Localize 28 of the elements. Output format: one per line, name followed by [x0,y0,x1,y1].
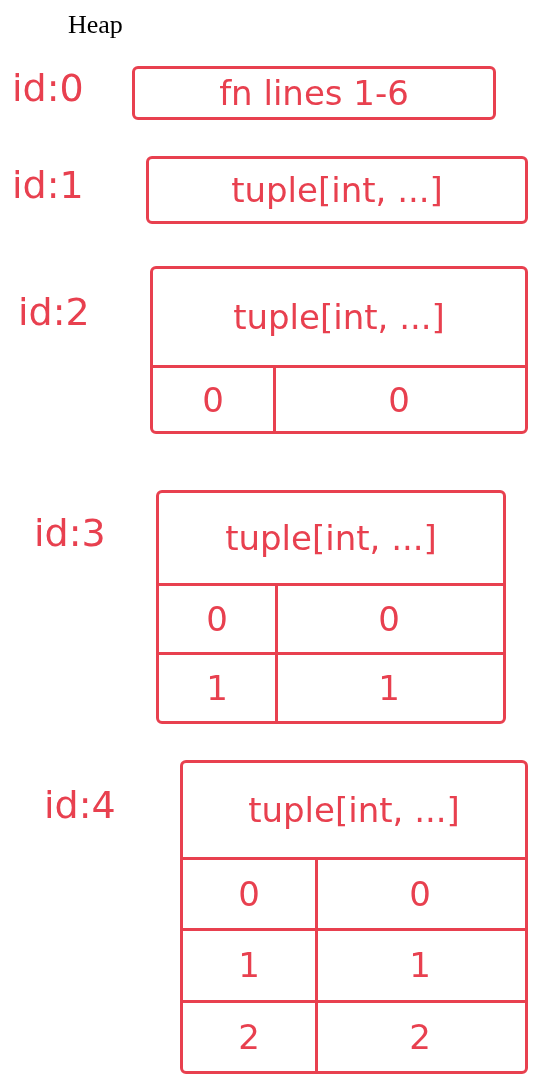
value-cell: 1 [378,668,400,708]
type-label: tuple[int, ...] [233,297,445,337]
value-cell: 0 [378,599,400,639]
value-cell: 2 [409,1016,431,1057]
index-cell: 0 [206,599,228,639]
type-label: fn lines 1-6 [219,73,409,113]
table-box [156,490,506,724]
object-id-label: id:3 [34,511,106,555]
object-box [132,66,496,120]
object-id-label: id:1 [12,163,84,207]
index-cell: 1 [206,668,228,708]
table-box [180,760,528,1074]
index-cell: 2 [238,1016,260,1057]
object-id-label: id:0 [12,66,84,110]
object-id-label: id:2 [18,290,90,334]
heading: Heap [68,10,123,40]
value-cell: 1 [409,945,431,986]
index-cell: 0 [238,874,260,915]
value-cell: 0 [409,874,431,915]
index-cell: 0 [202,379,224,420]
table-box [150,266,528,434]
object-id-label: id:4 [44,783,116,827]
type-label: tuple[int, ...] [225,518,437,558]
index-cell: 1 [238,945,260,986]
type-label: tuple[int, ...] [231,170,443,210]
value-cell: 0 [388,379,410,420]
type-label: tuple[int, ...] [248,790,460,830]
object-box [146,156,528,224]
